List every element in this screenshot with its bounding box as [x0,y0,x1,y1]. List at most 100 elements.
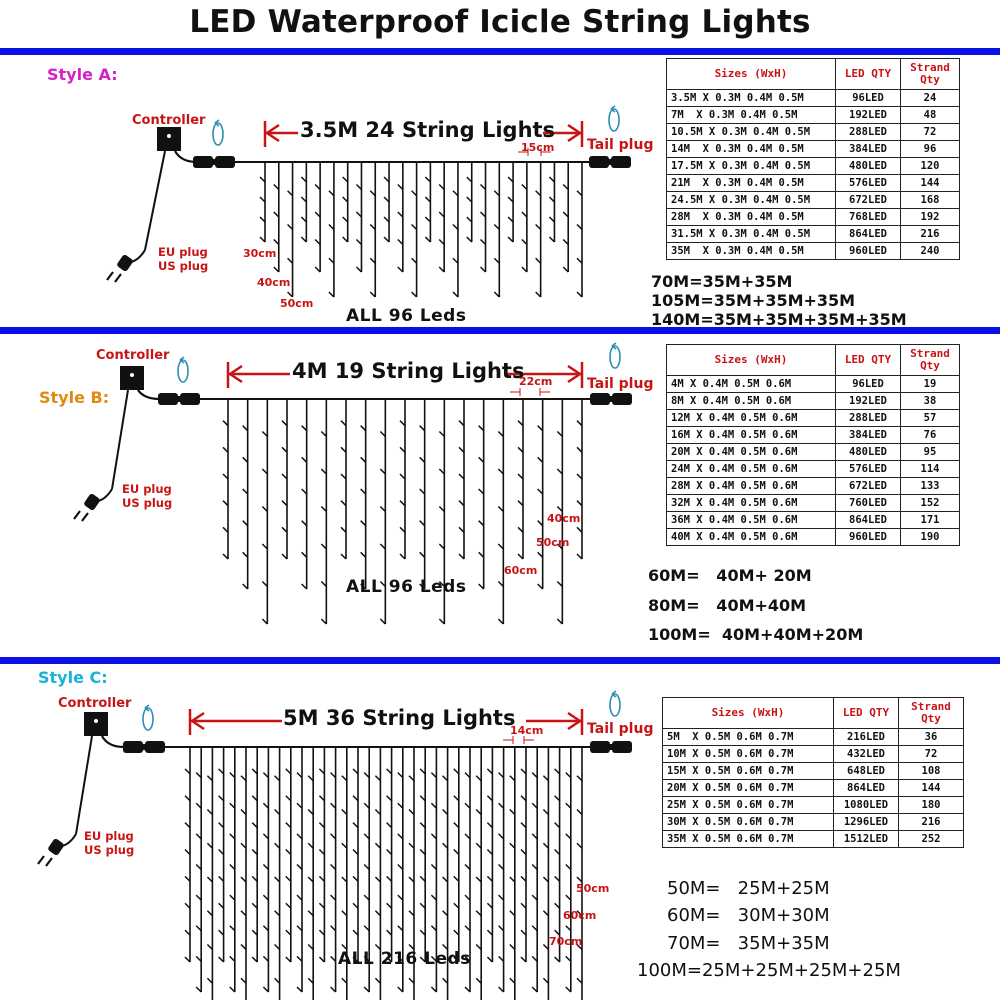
led-bulb [206,876,213,883]
led-bulb [565,986,572,993]
led-bulb [287,223,294,231]
led-bulb [383,176,390,183]
led-bulb [341,808,348,816]
led-bulb [478,551,485,558]
all-leds-label: ALL 96 Leds [346,577,467,597]
led-bulb [386,822,393,829]
led-bulb [464,955,471,962]
led-bulb [517,446,524,453]
plug-cord [97,488,113,502]
led-qty-cell: 384LED [835,140,901,158]
led-bulb [466,236,473,243]
led-bulb [509,808,516,816]
led-bulb [493,190,500,197]
led-qty-cell: 672LED [835,477,901,495]
led-bulb [352,768,359,775]
led-bulb [330,772,337,779]
strand-qty-cell: 95 [900,443,960,461]
controller-box [120,366,144,390]
strand-qty-cell: 252 [898,830,964,848]
led-bulb [452,190,459,197]
led-bulb [556,543,563,550]
led-bulb [430,833,437,840]
led-bulb [498,955,505,962]
led-bulb [498,925,505,932]
led-bulb [576,291,583,298]
led-bulb [464,986,471,993]
eu-plug-label: EU plug [122,482,172,496]
led-bulb [222,420,229,427]
connector-plug [611,156,631,168]
led-bulb [537,551,544,558]
led-bulb [318,956,325,963]
led-bulb [520,929,527,936]
size-cell: 5M X 0.5M 0.6M 0.7M [662,728,834,746]
led-bulb [318,875,325,882]
led-bulb [218,822,225,829]
size-cell: 3.5M X 0.3M 0.4M 0.5M [666,89,836,107]
led-qty-cell: 864LED [833,779,899,797]
led-bulb [341,876,348,883]
led-bulb [340,553,347,560]
controller-label: Controller [132,113,206,128]
led-bulb [261,430,268,438]
size-cell: 30M X 0.5M 0.6M 0.7M [662,813,834,831]
led-bulb [438,266,445,273]
led-bulb [330,802,337,809]
led-bulb [383,236,390,243]
controller-label: Controller [58,696,132,711]
led-bulb [281,446,288,453]
combo-line: 60M= 40M+ 20M [648,566,812,585]
led-bulb [307,842,314,849]
led-bulb [497,543,504,550]
led-bulb [576,257,583,264]
strand-qty-cell: 48 [900,106,960,124]
power-cord [75,735,93,835]
plug-cord [61,833,77,847]
led-bulb [556,430,563,438]
spec-table: Sizes (WxH) LED QTY Strand Qty 5M X 0.5M… [662,697,964,848]
strand-qty-cell: 114 [900,460,960,478]
led-bulb [287,190,294,197]
led-bulb [330,925,337,932]
led-bulb [419,551,426,558]
led-bulb [520,768,527,775]
led-bulb [442,808,449,816]
table-header: LED QTY [833,697,899,729]
led-bulb [242,456,249,463]
led-bulb [411,257,418,264]
led-bulb [369,257,376,264]
led-bulb [229,925,236,932]
led-bulb [320,430,327,438]
led-bulb [240,876,247,883]
plug-pin [81,512,89,522]
led-bulb [458,446,465,453]
led-bulb [273,211,280,218]
led-bulb [251,902,258,909]
strand-length-label: 70cm [549,935,583,948]
led-bulb [493,257,500,264]
arrowhead [611,342,617,350]
led-bulb [493,291,500,298]
led-bulb [184,875,191,882]
led-bulb [206,910,213,917]
led-qty-cell: 480LED [835,157,901,175]
led-bulb [408,910,415,917]
spec-table: Sizes (WxH) LED QTY Strand Qty 4M X 0.4M… [666,344,960,546]
led-bulb [184,929,191,936]
led-bulb [453,822,460,829]
led-bulb [195,863,202,871]
led-bulb [542,808,549,816]
led-bulb [419,875,426,882]
led-bulb [531,925,538,932]
led-bulb [281,553,288,560]
led-bulb [301,456,308,463]
led-bulb [374,775,381,782]
led-bulb [355,183,363,191]
led-bulb [521,238,528,246]
led-bulb [374,876,381,883]
led-bulb [355,266,363,273]
